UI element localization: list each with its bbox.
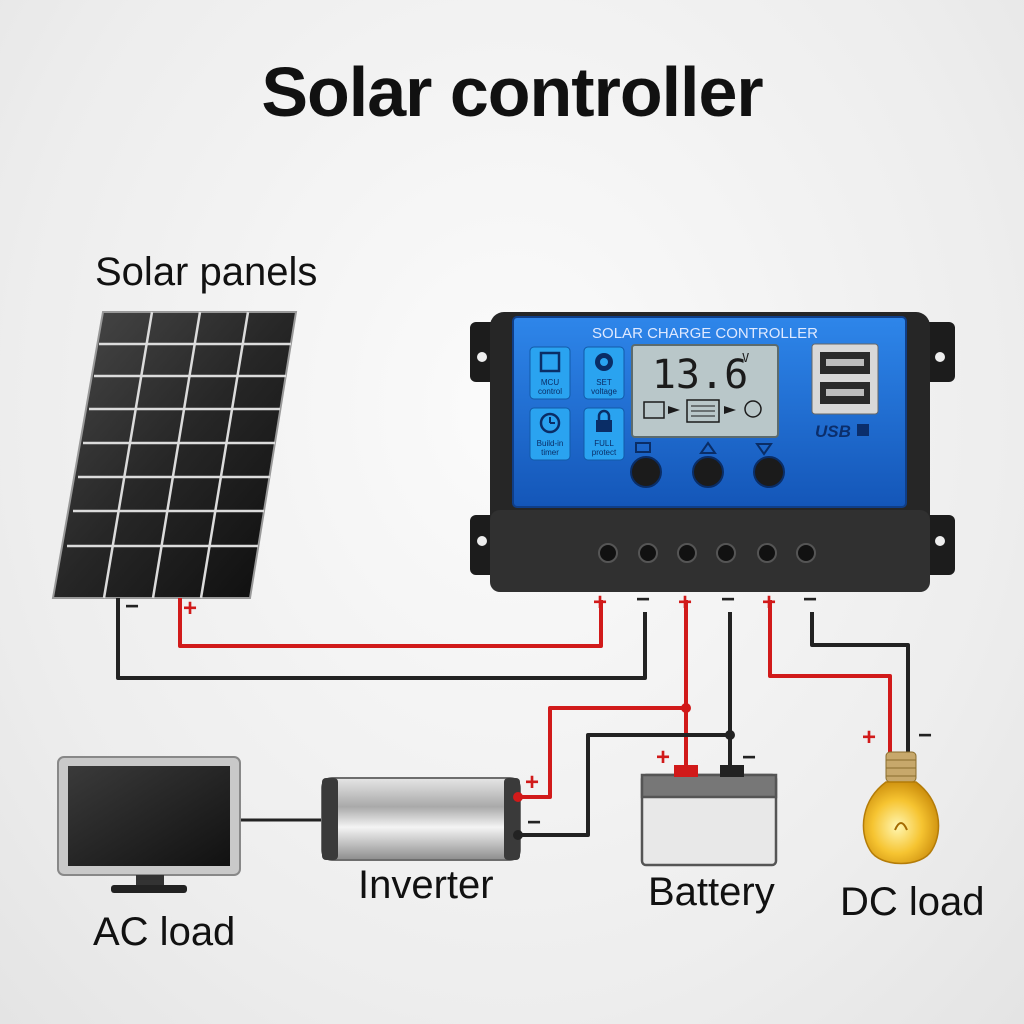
- controller-header: SOLAR CHARGE CONTROLLER: [592, 325, 818, 342]
- label-solar-panels: Solar panels: [95, 250, 318, 294]
- monitor-icon: [57, 756, 241, 893]
- down-button[interactable]: [753, 456, 785, 488]
- wire-inverter-positive: [520, 706, 686, 799]
- battery-icon: [640, 765, 778, 867]
- usb-icon: [857, 424, 869, 436]
- voltage-readout: 13.6: [652, 352, 748, 398]
- junction-negative: [725, 730, 735, 740]
- down-triangle-icon: [755, 443, 773, 456]
- wire-solar-negative: [116, 598, 647, 680]
- svg-text:voltage: voltage: [591, 387, 617, 396]
- svg-text:−: −: [125, 593, 139, 620]
- svg-text:FULL: FULL: [594, 439, 614, 448]
- up-triangle-icon: [699, 441, 717, 454]
- wires: [116, 598, 910, 837]
- solar-panel: [51, 311, 298, 599]
- lock-icon: FULL protect: [583, 407, 625, 461]
- charge-controller: SOLAR CHARGE CONTROLLER MCU control SET …: [470, 312, 955, 592]
- svg-text:timer: timer: [541, 448, 559, 457]
- junction-positive: [681, 703, 691, 713]
- svg-text:+: +: [183, 595, 197, 622]
- svg-text:SET: SET: [596, 378, 612, 387]
- label-battery: Battery: [648, 870, 775, 914]
- svg-text:−: −: [742, 744, 756, 771]
- menu-button[interactable]: [630, 456, 662, 488]
- battery-mini-icon: [686, 399, 720, 423]
- light-bulb-icon: [862, 751, 940, 865]
- gear-icon: SET voltage: [583, 346, 625, 400]
- panel-mini-icon: [643, 401, 665, 419]
- svg-text:MCU: MCU: [541, 378, 559, 387]
- diagram-title: Solar controller: [261, 53, 763, 131]
- label-dc-load: DC load: [840, 880, 985, 924]
- bulb-mini-icon: [744, 400, 762, 418]
- svg-text:+: +: [525, 769, 539, 796]
- svg-text:+: +: [593, 589, 607, 616]
- voltage-unit: V: [742, 351, 749, 365]
- svg-text:−: −: [803, 586, 817, 613]
- label-inverter: Inverter: [358, 863, 494, 907]
- svg-text:Build-in: Build-in: [537, 439, 564, 448]
- usb-ports: USB: [811, 343, 879, 441]
- wire-dc-load-negative: [810, 612, 910, 758]
- button-icons: [635, 441, 773, 456]
- svg-text:protect: protect: [592, 448, 617, 457]
- usb-label: USB: [815, 422, 851, 441]
- svg-text:control: control: [538, 387, 562, 396]
- svg-text:−: −: [636, 586, 650, 613]
- clock-icon: Build-in timer: [529, 407, 571, 461]
- svg-text:−: −: [918, 722, 932, 749]
- up-button[interactable]: [692, 456, 724, 488]
- svg-text:−: −: [527, 809, 541, 836]
- mcu-control-icon: MCU control: [529, 346, 571, 400]
- svg-text:+: +: [762, 589, 776, 616]
- polarity-marks: − + + − + − + − + − + − + −: [125, 586, 932, 836]
- arrow-icon: [724, 406, 736, 414]
- label-ac-load: AC load: [93, 910, 236, 954]
- wire-inverter-negative: [520, 733, 730, 837]
- terminal-screws: [598, 543, 816, 563]
- svg-text:+: +: [862, 724, 876, 751]
- wire-dc-load-positive: [768, 600, 892, 758]
- svg-text:+: +: [678, 589, 692, 616]
- svg-text:−: −: [721, 586, 735, 613]
- lcd-display: 13.6 V: [631, 344, 779, 438]
- svg-text:+: +: [656, 744, 670, 771]
- wire-solar-positive: [178, 598, 603, 648]
- menu-icon: [635, 442, 651, 453]
- arrow-icon: [668, 406, 680, 414]
- inverter-icon: [321, 777, 523, 861]
